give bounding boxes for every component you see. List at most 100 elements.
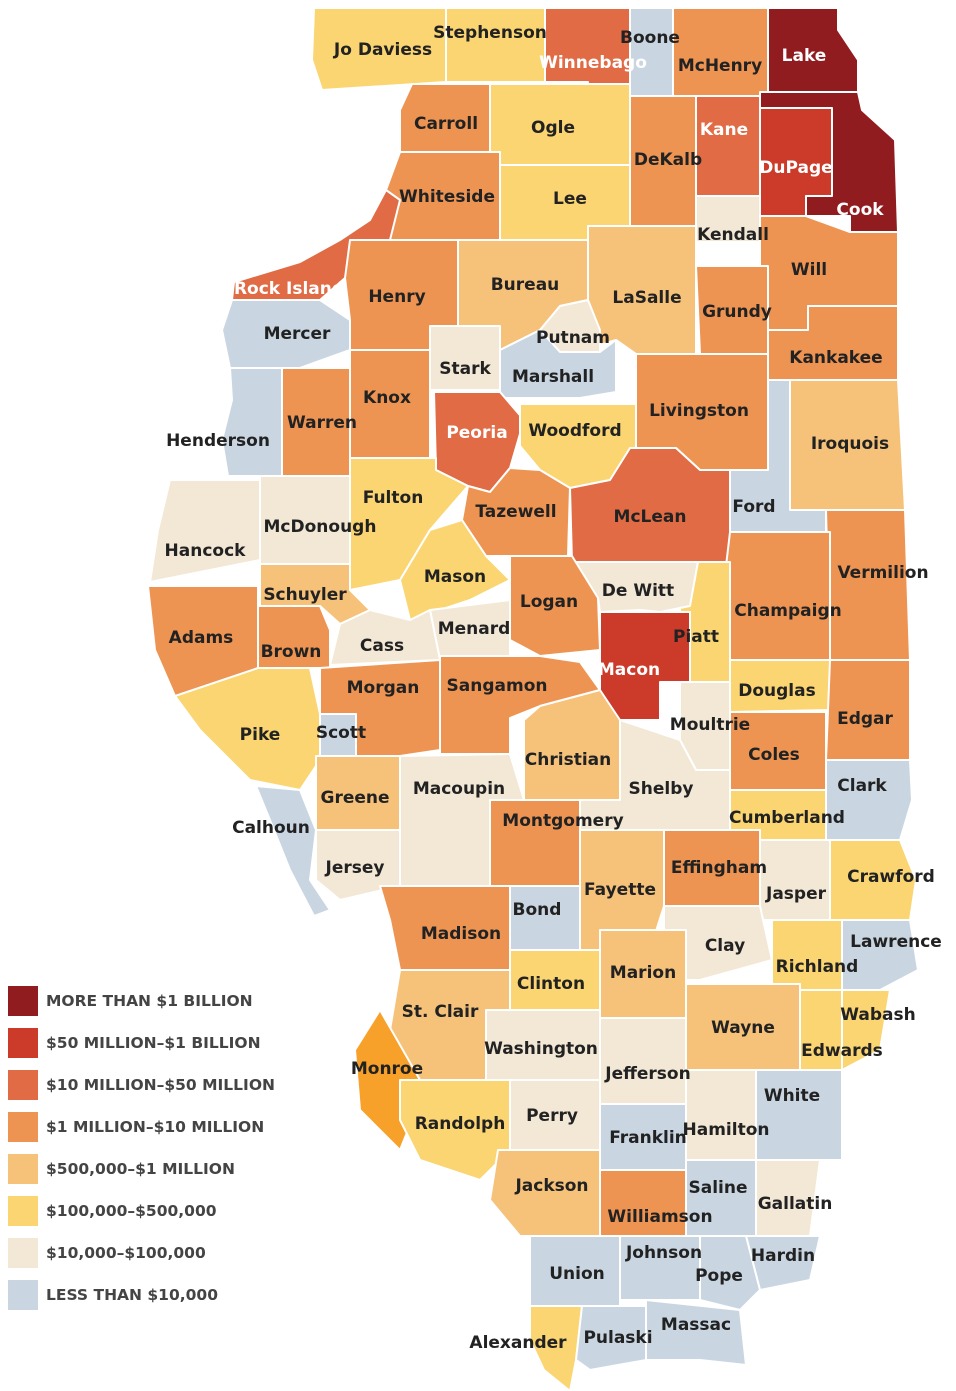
county-label-marshall: Marshall	[512, 367, 594, 387]
county-marshall	[499, 329, 617, 399]
legend-item: $50 MILLION–$1 BILLION	[8, 1022, 308, 1064]
county-label-jackson: Jackson	[514, 1176, 588, 1196]
county-label-stephenson: Stephenson	[433, 23, 547, 43]
county-label-richland: Richland	[776, 957, 859, 977]
county-label-white: White	[764, 1086, 820, 1106]
county-label-effingham: Effingham	[671, 858, 767, 878]
county-label-kendall: Kendall	[697, 225, 769, 245]
county-label-pike: Pike	[240, 725, 281, 745]
county-label-fayette: Fayette	[584, 880, 656, 900]
county-label-brown: Brown	[261, 642, 322, 662]
county-label-livingston: Livingston	[649, 401, 749, 421]
county-label-shelby: Shelby	[629, 779, 694, 799]
county-hamilton	[685, 1069, 757, 1161]
county-label-de-witt: De Witt	[602, 581, 674, 601]
county-label-stark: Stark	[439, 359, 491, 379]
county-label-menard: Menard	[438, 619, 511, 639]
county-label-sangamon: Sangamon	[447, 676, 548, 696]
county-label-mason: Mason	[424, 567, 486, 587]
legend-label: $100,000–$500,000	[46, 1202, 217, 1220]
county-mercer	[221, 299, 351, 369]
county-label-cumberland: Cumberland	[729, 808, 845, 828]
county-label-piatt: Piatt	[673, 627, 719, 647]
county-label-cass: Cass	[360, 636, 404, 656]
county-label-vermilion: Vermilion	[837, 563, 928, 583]
county-winnebago	[544, 7, 631, 97]
county-label-henry: Henry	[368, 287, 425, 307]
county-label-randolph: Randolph	[415, 1114, 506, 1134]
county-massac	[645, 1299, 747, 1366]
county-label-hancock: Hancock	[165, 541, 247, 561]
county-label-bureau: Bureau	[491, 275, 560, 295]
county-label-perry: Perry	[526, 1106, 578, 1126]
legend-label: $1 MILLION–$10 MILLION	[46, 1118, 265, 1136]
legend-item: $1 MILLION–$10 MILLION	[8, 1106, 308, 1148]
county-label-carroll: Carroll	[414, 114, 478, 134]
county-label-mercer: Mercer	[264, 324, 331, 344]
county-label-monroe: Monroe	[351, 1059, 423, 1079]
county-label-washington: Washington	[484, 1039, 598, 1059]
county-label-douglas: Douglas	[738, 681, 815, 701]
county-jersey	[315, 829, 401, 901]
county-label-wayne: Wayne	[711, 1018, 775, 1038]
county-label-ford: Ford	[732, 497, 775, 517]
legend-swatch	[8, 1154, 38, 1184]
legend-label: LESS THAN $10,000	[46, 1286, 218, 1304]
legend-item: $500,000–$1 MILLION	[8, 1148, 308, 1190]
county-label-pope: Pope	[695, 1266, 743, 1286]
legend-swatch	[8, 1028, 38, 1058]
county-label-adams: Adams	[169, 628, 234, 648]
legend-swatch	[8, 1070, 38, 1100]
county-hancock	[149, 479, 261, 583]
county-label-rock-island: Rock Island	[234, 279, 344, 299]
legend-swatch	[8, 1280, 38, 1310]
county-label-lawrence: Lawrence	[850, 932, 942, 952]
county-label-moultrie: Moultrie	[670, 715, 750, 735]
county-label-tazewell: Tazewell	[475, 502, 556, 522]
county-label-crawford: Crawford	[847, 867, 935, 887]
county-label-kankakee: Kankakee	[789, 348, 882, 368]
county-label-logan: Logan	[520, 592, 578, 612]
county-label-fulton: Fulton	[363, 488, 424, 508]
legend-label: $10 MILLION–$50 MILLION	[46, 1076, 275, 1094]
county-label-boone: Boone	[620, 28, 680, 48]
county-label-will: Will	[791, 260, 827, 280]
county-white	[755, 1069, 843, 1161]
county-label-ogle: Ogle	[531, 118, 575, 138]
county-jefferson	[599, 1017, 687, 1105]
county-label-warren: Warren	[287, 413, 357, 433]
county-stark	[429, 325, 501, 391]
county-label-union: Union	[549, 1264, 605, 1284]
county-label-clay: Clay	[705, 936, 745, 956]
county-shapes	[147, 7, 919, 1391]
county-mchenry	[672, 7, 769, 97]
county-label-alexander: Alexander	[469, 1333, 567, 1353]
county-calhoun	[255, 785, 331, 917]
county-label-jasper: Jasper	[765, 884, 827, 904]
county-label-lasalle: LaSalle	[612, 288, 681, 308]
county-label-jo-daviess: Jo Daviess	[333, 40, 432, 60]
county-pulaski	[575, 1305, 647, 1371]
county-lawrence	[841, 919, 919, 991]
legend-item: $100,000–$500,000	[8, 1190, 308, 1232]
legend-swatch	[8, 1238, 38, 1268]
county-label-greene: Greene	[320, 788, 389, 808]
county-label-edgar: Edgar	[837, 709, 893, 729]
county-label-dekalb: DeKalb	[634, 150, 702, 170]
county-mason	[399, 519, 511, 621]
county-label-iroquois: Iroquois	[811, 434, 889, 454]
county-label-johnson: Johnson	[625, 1243, 702, 1263]
legend-item: $10 MILLION–$50 MILLION	[8, 1064, 308, 1106]
legend-item: MORE THAN $1 BILLION	[8, 980, 308, 1022]
legend-label: $500,000–$1 MILLION	[46, 1160, 235, 1178]
county-label-wabash: Wabash	[840, 1005, 915, 1025]
legend-swatch	[8, 1112, 38, 1142]
county-cook	[759, 91, 899, 233]
county-labels: Jo DaviessStephensonWinnebagoBooneMcHenr…	[165, 23, 942, 1353]
county-jasper	[759, 839, 831, 921]
legend-label: MORE THAN $1 BILLION	[46, 992, 253, 1010]
county-kane	[695, 95, 761, 197]
county-clark	[825, 759, 913, 841]
county-label-lake: Lake	[782, 46, 827, 66]
county-boone	[629, 7, 674, 97]
